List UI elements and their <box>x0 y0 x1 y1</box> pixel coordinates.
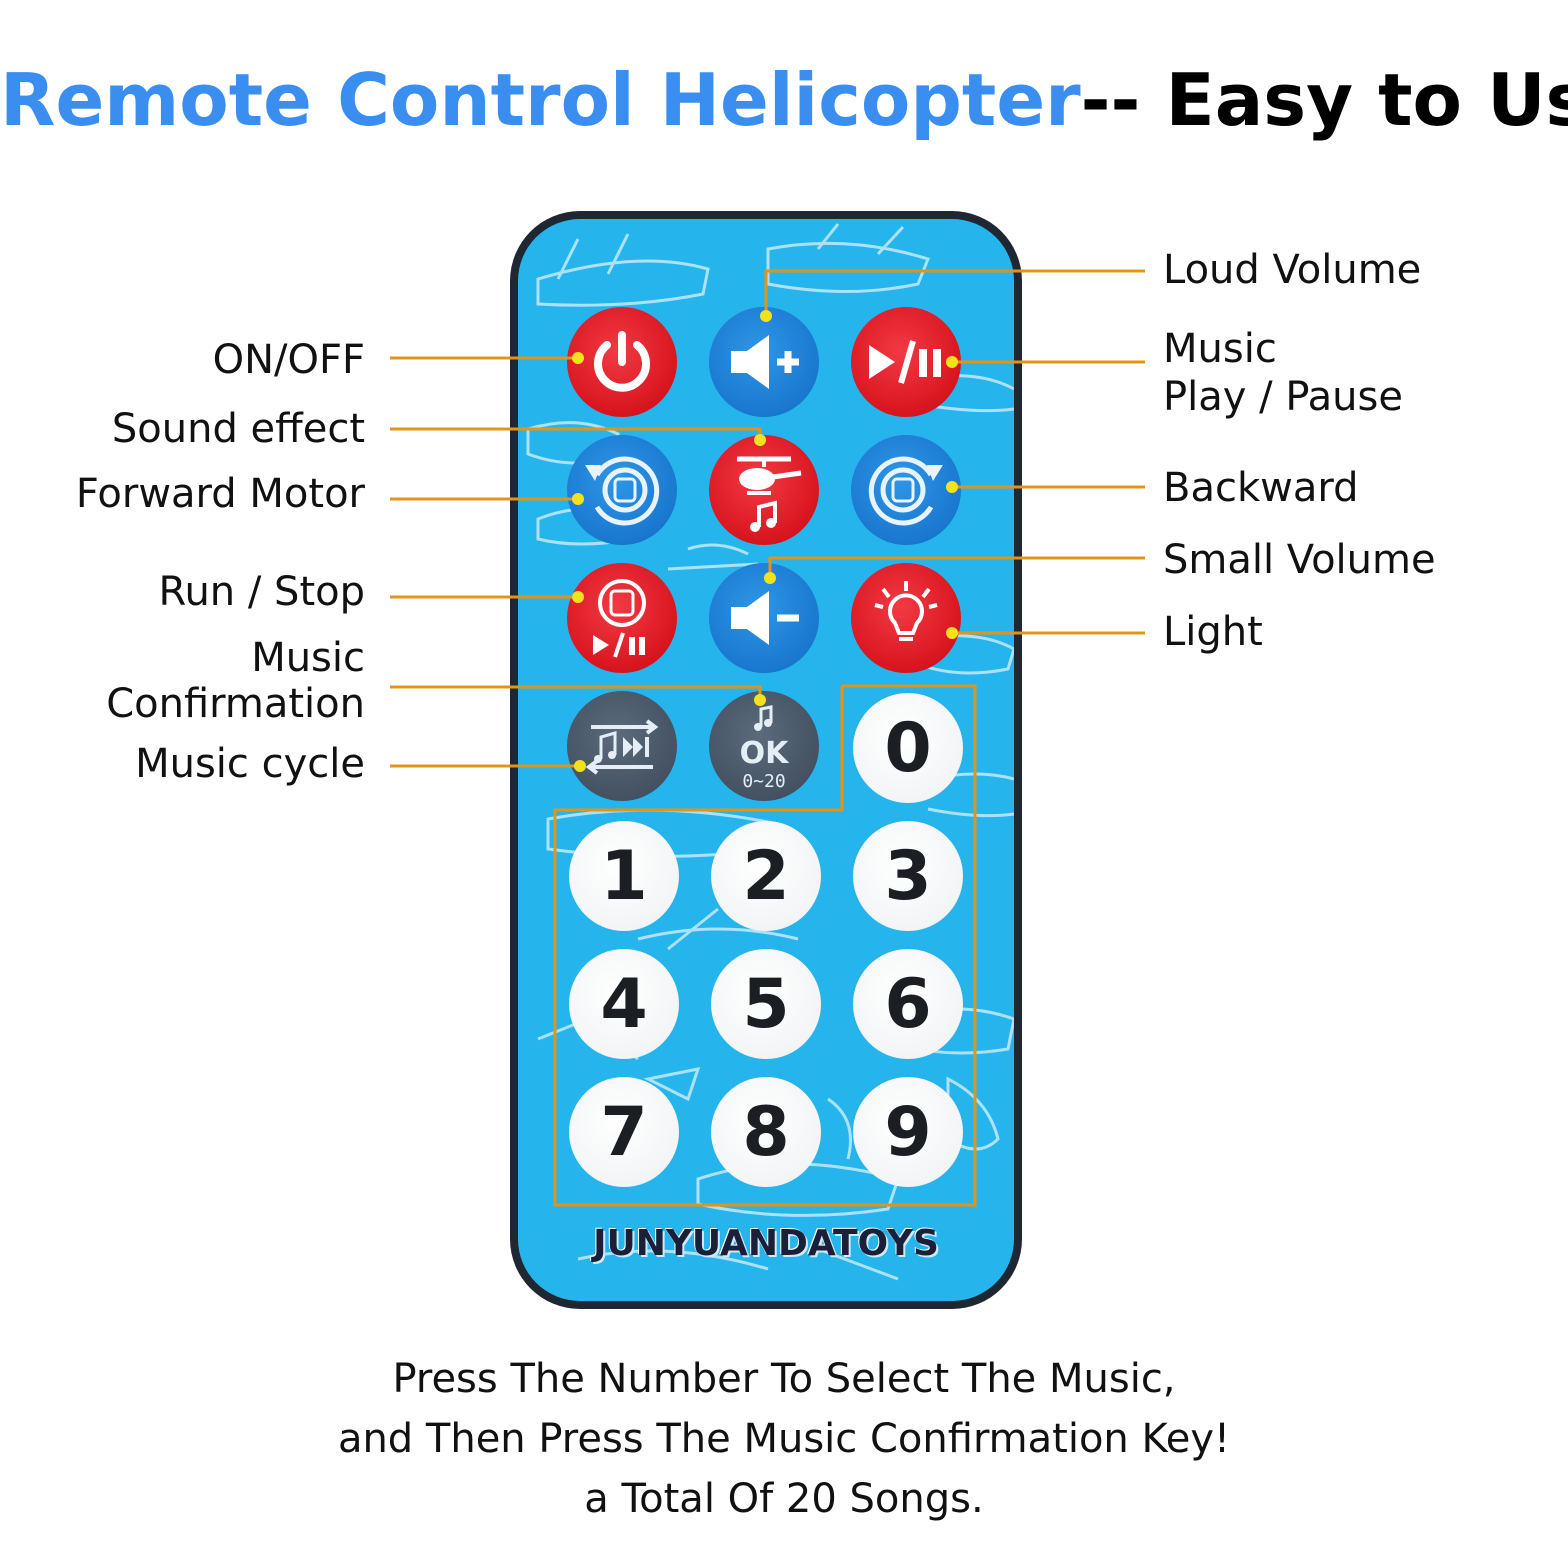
helicopter-music-icon <box>737 456 802 532</box>
keypad-3[interactable]: 3 <box>853 821 963 931</box>
volume-up-icon <box>731 335 799 389</box>
label-light: Light <box>1163 609 1263 655</box>
volume-down-button[interactable] <box>709 563 819 673</box>
keypad-5[interactable]: 5 <box>711 949 821 1059</box>
brand-label: JUNYUANDATOYS <box>593 1223 939 1264</box>
footer-line-3: a Total Of 20 Songs. <box>584 1476 984 1522</box>
title-rest: Easy to Use <box>1165 58 1568 142</box>
label-music-play-pause-line1: Music <box>1163 326 1277 372</box>
footer-line-1: Press The Number To Select The Music, <box>392 1356 1176 1402</box>
label-music-confirmation-line1: Music <box>251 635 365 681</box>
label-forward-motor: Forward Motor <box>75 471 365 517</box>
label-on-off: ON/OFF <box>212 337 365 383</box>
keypad-0[interactable]: 0 <box>853 693 963 803</box>
power-button[interactable] <box>567 307 677 417</box>
label-sound-effect: Sound effect <box>111 406 365 452</box>
light-button[interactable] <box>851 563 961 673</box>
music-ok-icon: OK 0~20 <box>740 705 791 792</box>
rotate-right-icon <box>868 456 943 526</box>
page-title: Remote Control Helicopter-- Easy to Use <box>0 58 1568 142</box>
label-loud-volume: Loud Volume <box>1163 247 1422 293</box>
label-small-volume: Small Volume <box>1163 537 1436 583</box>
volume-up-button[interactable] <box>709 307 819 417</box>
music-confirmation-ok-button[interactable]: OK 0~20 <box>709 691 819 801</box>
play-pause-icon <box>869 340 941 384</box>
title-separator: -- <box>1080 58 1166 142</box>
label-music-confirmation-line2: Confirmation <box>106 681 365 727</box>
keypad-1[interactable]: 1 <box>569 821 679 931</box>
run-stop-button[interactable] <box>567 563 677 673</box>
forward-motor-button[interactable] <box>567 435 677 545</box>
label-music-cycle: Music cycle <box>135 741 365 787</box>
keypad-8[interactable]: 8 <box>711 1077 821 1187</box>
keypad-2[interactable]: 2 <box>711 821 821 931</box>
music-cycle-button[interactable] <box>567 691 677 801</box>
rotate-left-icon <box>585 456 660 526</box>
keypad-6[interactable]: 6 <box>853 949 963 1059</box>
lightbulb-icon <box>874 581 938 641</box>
keypad-9[interactable]: 9 <box>853 1077 963 1187</box>
motor-play-pause-icon <box>593 579 646 658</box>
ok-label: OK <box>740 736 791 771</box>
volume-down-icon <box>731 591 799 645</box>
keypad-7[interactable]: 7 <box>569 1077 679 1187</box>
label-run-stop: Run / Stop <box>158 569 365 615</box>
ok-range-label: 0~20 <box>742 771 785 792</box>
title-highlight: Remote Control Helicopter <box>0 58 1081 142</box>
footer-line-2: and Then Press The Music Confirmation Ke… <box>337 1416 1231 1462</box>
music-cycle-icon <box>585 719 659 775</box>
play-pause-button[interactable] <box>851 307 961 417</box>
keypad-4[interactable]: 4 <box>569 949 679 1059</box>
sound-effect-button[interactable] <box>709 435 819 545</box>
label-music-play-pause-line2: Play / Pause <box>1163 374 1403 420</box>
backward-button[interactable] <box>851 435 961 545</box>
power-icon <box>594 331 650 392</box>
label-backward: Backward <box>1163 465 1359 511</box>
